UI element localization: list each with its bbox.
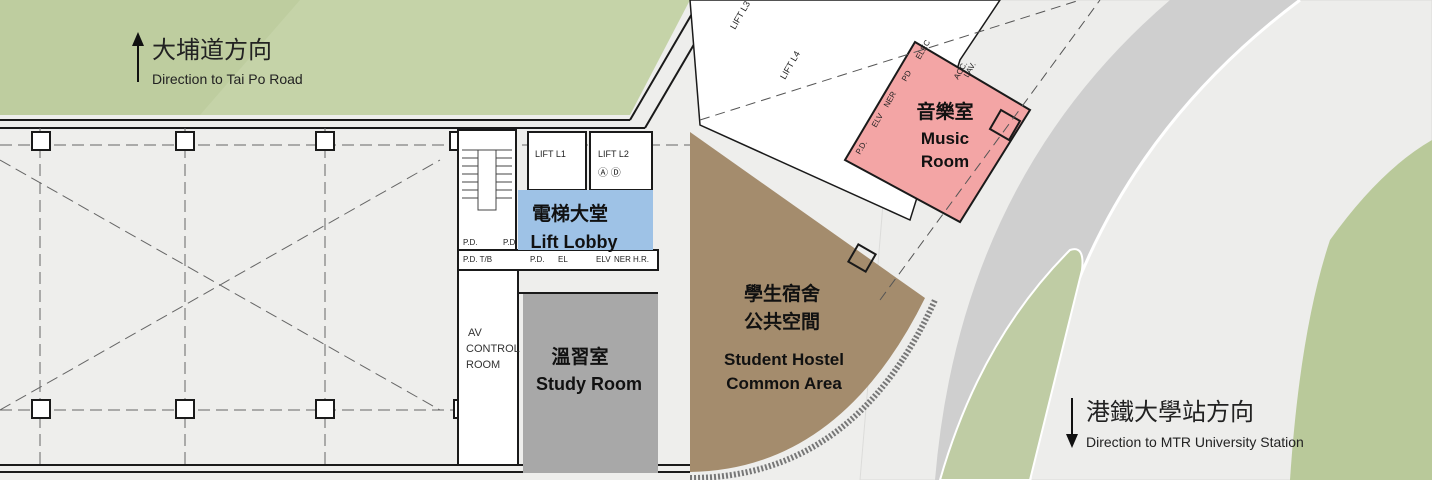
av-room-label-2: CONTROL [466, 343, 520, 355]
south-arrow [1066, 398, 1078, 448]
core-walls [457, 129, 659, 466]
common-area-label-zh-1: 學生宿舍 [744, 282, 821, 305]
lift-l2-label: LIFT L2 [598, 149, 629, 159]
av-room-label-1: AV [468, 327, 483, 339]
music-room-area[interactable] [843, 40, 1032, 224]
av-room-label-3: ROOM [466, 359, 500, 371]
grass-area-east [1290, 140, 1432, 480]
ner-label: NER [614, 255, 631, 264]
setback-lines [699, 0, 1101, 301]
common-area-column [846, 242, 878, 274]
music-room-label-en-1: Music [921, 129, 969, 148]
pd-label-3: P.D. [530, 255, 545, 264]
south-direction-en: Direction to MTR University Station [1086, 434, 1304, 450]
north-direction-en: Direction to Tai Po Road [152, 71, 303, 87]
traffic-island [938, 248, 1084, 480]
el-label: EL [558, 255, 568, 264]
study-room-area[interactable] [523, 293, 658, 473]
lift-lobby-label-en: Lift Lobby [531, 232, 618, 252]
elv-label: ELV [596, 255, 611, 264]
stair [462, 149, 512, 211]
common-area[interactable] [690, 132, 925, 472]
lift-lobby-label-zh: 電梯大堂 [532, 202, 608, 225]
lift-lobby-area[interactable] [518, 190, 653, 250]
music-room-label-en-2: Room [921, 152, 969, 171]
pd-label-1: P.D. [463, 238, 478, 247]
north-direction-zh: 大埔道方向 [152, 36, 272, 64]
music-room-label-zh: 音樂室 [916, 100, 973, 123]
common-area-edge [689, 298, 938, 480]
study-room-label-zh: 溫習室 [551, 345, 608, 368]
common-area-label-en-1: Student Hostel [724, 350, 844, 369]
pd-label-2: P.D. [503, 238, 518, 247]
pd-tb-label: P.D. T/B [463, 255, 492, 264]
common-area-label-zh-2: 公共空間 [744, 310, 820, 333]
grass-shading [0, 0, 300, 115]
common-area-label-en-2: Common Area [726, 374, 842, 393]
south-direction-zh: 港鐵大學站方向 [1086, 398, 1254, 426]
study-room-label-en: Study Room [536, 374, 642, 394]
lift-l2-marks: Ⓐ Ⓓ [598, 167, 621, 179]
north-arrow [132, 32, 144, 82]
hr-label: H.R. [633, 255, 649, 264]
music-room-column [988, 108, 1022, 142]
lift-l1-label: LIFT L1 [535, 149, 566, 159]
